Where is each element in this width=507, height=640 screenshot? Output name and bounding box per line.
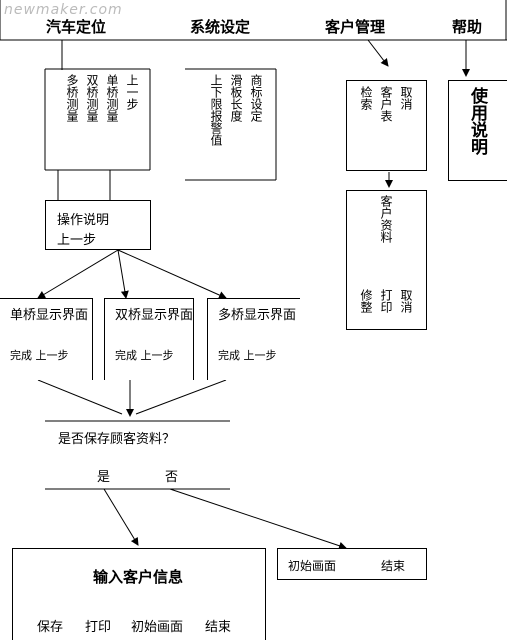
watermark: newmaker.com xyxy=(4,2,123,18)
save-question: 是否保存顾客资料？ xyxy=(58,432,176,447)
customer-cancel[interactable]: 取消 xyxy=(399,86,413,110)
multi-axle-actions[interactable]: 完成 上一步 xyxy=(218,349,277,362)
settings-alarm-limits[interactable]: 上下限报警值 xyxy=(209,74,223,146)
help-manual[interactable]: 使用说明 xyxy=(467,87,487,155)
customer-search[interactable]: 检索 xyxy=(359,86,373,110)
position-double-axle[interactable]: 双桥测量 xyxy=(85,74,99,122)
settings-slide-length[interactable]: 滑板长度 xyxy=(229,74,243,122)
menu-help[interactable]: 帮助 xyxy=(452,18,483,36)
input-home-button[interactable]: 初始画面 xyxy=(131,620,184,635)
save-no-option[interactable]: 否 xyxy=(165,470,179,485)
double-axle-display-title: 双桥显示界面 xyxy=(115,308,194,323)
input-save-button[interactable]: 保存 xyxy=(37,620,64,635)
menu-customer-management[interactable]: 客户管理 xyxy=(325,18,386,36)
operation-prev-step[interactable]: 上一步 xyxy=(57,233,97,248)
menu-system-settings[interactable]: 系统设定 xyxy=(190,18,251,36)
end-finish-button[interactable]: 结束 xyxy=(381,559,406,573)
customer-info-print[interactable]: 打印 xyxy=(379,289,393,313)
customer-table[interactable]: 客户表 xyxy=(379,86,393,122)
double-axle-display-box: 双桥显示界面 完成 上一步 xyxy=(104,298,194,380)
customer-info-title: 客户资料 xyxy=(379,195,393,243)
save-yes-option[interactable]: 是 xyxy=(97,470,111,485)
menu-car-position[interactable]: 汽车定位 xyxy=(46,18,107,36)
input-end-button[interactable]: 结束 xyxy=(205,620,232,635)
position-multi-axle[interactable]: 多桥测量 xyxy=(65,74,79,122)
input-customer-box: 输入客户信息 保存 打印 初始画面 结束 xyxy=(12,548,266,640)
end-home-button[interactable]: 初始画面 xyxy=(288,559,337,573)
customer-info-cancel[interactable]: 取消 xyxy=(399,289,413,313)
double-axle-actions[interactable]: 完成 上一步 xyxy=(115,349,174,362)
input-print-button[interactable]: 打印 xyxy=(85,620,112,635)
single-axle-display-title: 单桥显示界面 xyxy=(10,308,89,323)
operation-box: 操作说明 上一步 xyxy=(45,200,151,250)
help-box: 使用说明 xyxy=(448,80,507,181)
position-prev-step[interactable]: 上一步 xyxy=(125,74,139,110)
position-single-axle[interactable]: 单桥测量 xyxy=(105,74,119,122)
input-customer-title: 输入客户信息 xyxy=(93,568,184,586)
multi-axle-display-title: 多桥显示界面 xyxy=(218,308,297,323)
multi-axle-display-box: 多桥显示界面 完成 上一步 xyxy=(207,298,300,380)
single-axle-display-box: 单桥显示界面 完成 上一步 xyxy=(0,298,93,380)
customer-list-box: 取消 客户表 检索 xyxy=(346,80,427,171)
operation-instructions[interactable]: 操作说明 xyxy=(57,213,110,228)
customer-info-edit[interactable]: 修整 xyxy=(359,289,373,313)
end-box: 初始画面 结束 xyxy=(277,548,427,580)
single-axle-actions[interactable]: 完成 上一步 xyxy=(10,349,69,362)
settings-logo[interactable]: 商标设定 xyxy=(249,74,263,122)
customer-info-box: 客户资料 取消 打印 修整 xyxy=(346,190,427,330)
